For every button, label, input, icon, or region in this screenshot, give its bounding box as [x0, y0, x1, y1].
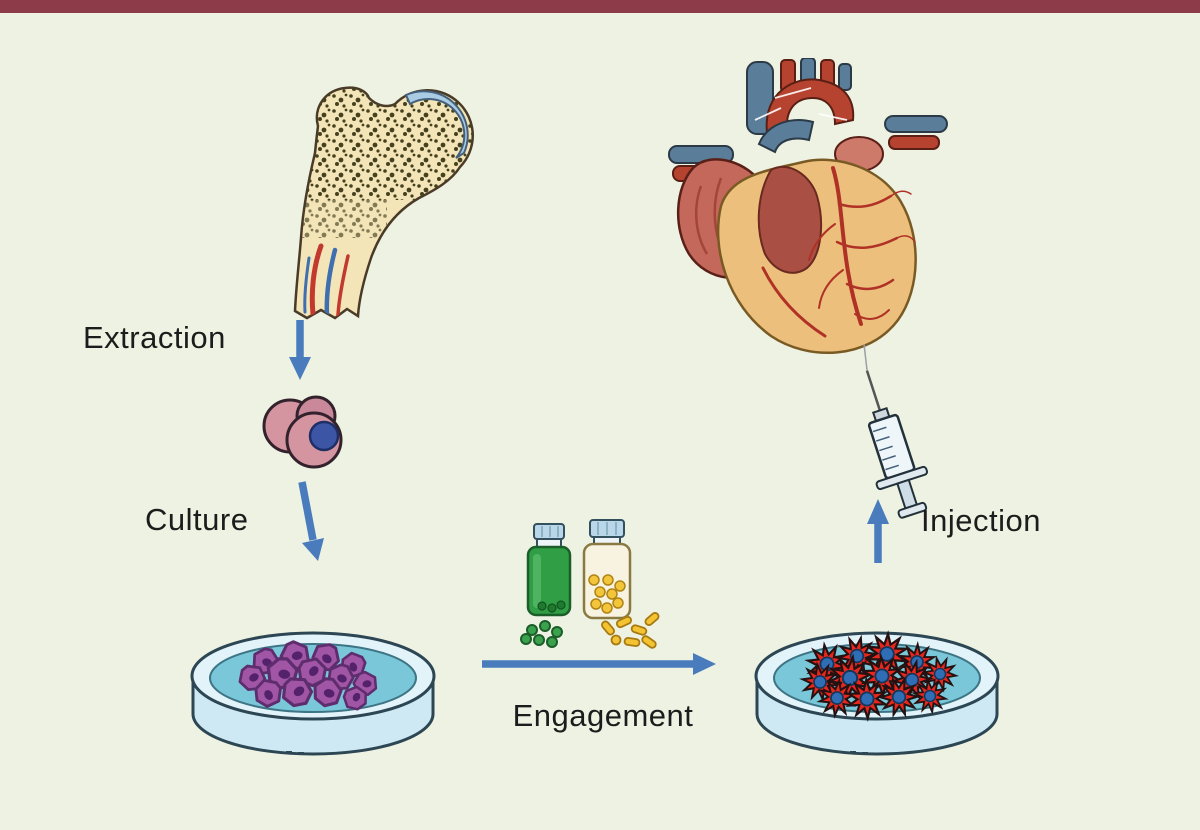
- needle: [865, 370, 882, 411]
- heart-icon: [668, 58, 948, 354]
- femur-bone-marrow-icon: [293, 86, 474, 320]
- culture-label: Culture: [145, 502, 249, 537]
- coronary-vessels: [761, 166, 916, 338]
- plunger: [896, 478, 919, 510]
- yellow-pill-bottle: [582, 519, 632, 620]
- aorta: [765, 78, 855, 133]
- extraction-label: Extraction: [83, 320, 226, 355]
- engagement-label: Engagement: [512, 698, 694, 733]
- bone-cartilage-cap: [404, 90, 469, 159]
- pulmonary-trunk: [757, 119, 815, 154]
- stem-cells-icon: [262, 395, 343, 469]
- cell-nucleus: [308, 420, 340, 452]
- pill-bottles-icon: [520, 519, 660, 649]
- extraction-down-arrow-icon: [289, 320, 311, 380]
- petri-dish-engaged-icon: [754, 629, 1000, 756]
- petri-dish-culture-icon: [190, 631, 436, 756]
- muscle-region: [757, 165, 823, 274]
- bone-marrow-texture: [299, 87, 473, 318]
- suture-lines: [754, 87, 848, 121]
- engagement-right-arrow-icon: [482, 653, 716, 675]
- syringe-icon: [863, 343, 929, 519]
- culture-down-arrow-icon: [298, 481, 324, 561]
- injection-thread: [863, 343, 868, 371]
- green-pill-bottle: [526, 523, 572, 617]
- top-border-bar: [0, 0, 1200, 13]
- injection-label: Injection: [921, 503, 1041, 538]
- spilled-green-pills: [520, 620, 563, 648]
- syringe-body: [865, 370, 929, 519]
- spilled-yellow-capsules: [601, 612, 660, 649]
